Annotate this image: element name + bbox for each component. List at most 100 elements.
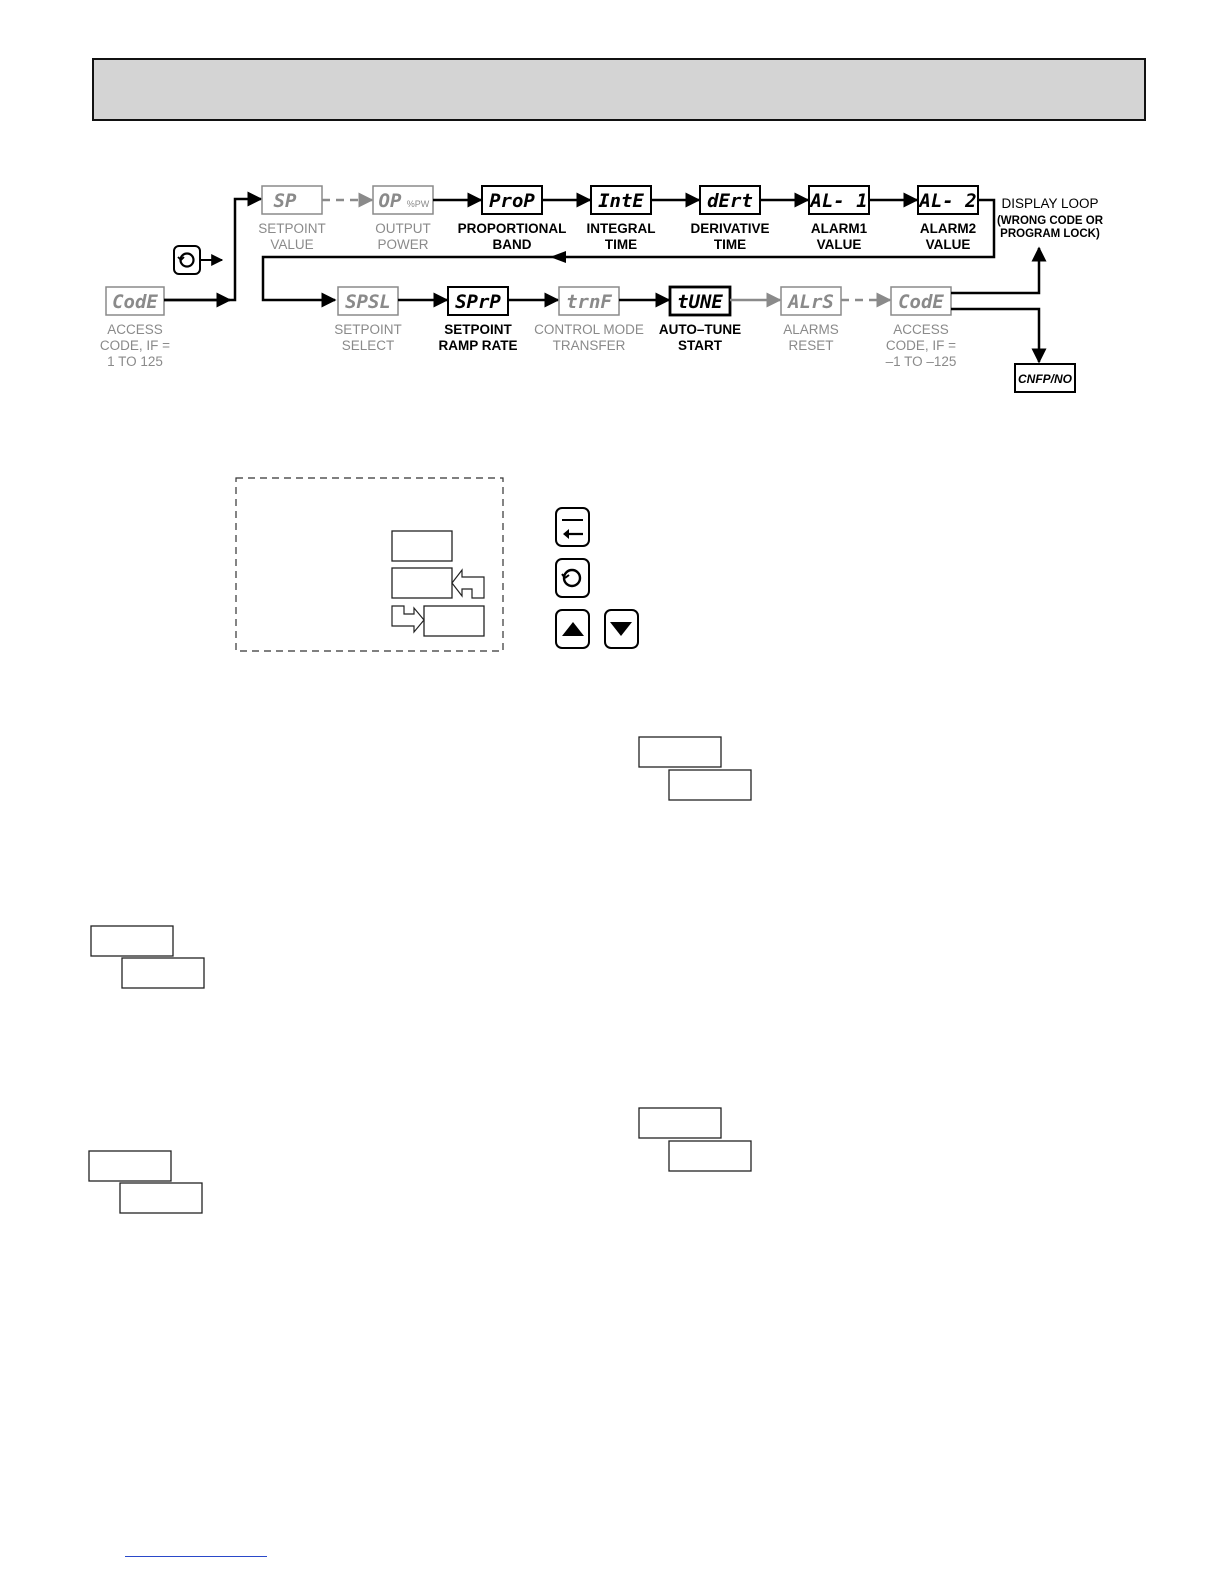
return-arrowhead	[550, 251, 566, 263]
label-op-line: OUTPUT	[375, 221, 431, 236]
legend-dashed-box	[235, 477, 504, 652]
lcd-tune: tUNE	[677, 291, 723, 313]
label-sp: SETPOINT VALUE	[258, 221, 326, 252]
box-al2: AL- 2	[917, 185, 979, 215]
lcd-trnf: trnF	[566, 291, 612, 313]
box-cnfp: CNFP/NO	[1014, 363, 1076, 393]
display-box	[638, 1107, 722, 1139]
label-spsl: SETPOINT SELECT	[334, 322, 402, 353]
box-tune: tUNE	[668, 285, 732, 317]
label-prop: PROPORTIONAL BAND	[458, 221, 567, 252]
label-code2: ACCESS CODE, IF = –1 TO –125	[886, 322, 957, 369]
label-sprp-line: RAMP RATE	[438, 338, 517, 353]
lcd-code2: CodE	[898, 291, 944, 313]
label-code2-line: CODE, IF =	[886, 338, 956, 353]
label-alrs: ALARMS RESET	[783, 322, 839, 353]
label-code2-line: –1 TO –125	[886, 354, 957, 369]
label-al2: ALARM2 VALUE	[920, 221, 976, 252]
legend-box-2	[391, 567, 453, 599]
enter-key-icon	[555, 507, 590, 547]
lcd-al2: AL- 2	[917, 190, 976, 212]
start-label: ACCESS CODE, IF = 1 TO 125	[100, 322, 170, 369]
label-alrs-line: RESET	[788, 338, 833, 353]
label-al1-line: VALUE	[817, 237, 862, 252]
label-al1-line: ALARM1	[811, 221, 868, 236]
label-dert: DERIVATIVE TIME	[690, 221, 769, 252]
lcd-cnfp: CNFP/NO	[1018, 372, 1073, 386]
legend-box-3	[423, 605, 485, 637]
label-code2-line: ACCESS	[893, 322, 949, 337]
display-loop-note: (WRONG CODE OR	[997, 215, 1104, 227]
start-label-line: 1 TO 125	[107, 354, 163, 369]
label-intt-line: TIME	[605, 237, 637, 252]
start-box: CodE	[105, 286, 165, 316]
display-box	[668, 769, 752, 801]
box-intt: IntE	[590, 185, 652, 215]
display-box	[90, 925, 174, 957]
label-alrs-line: ALARMS	[783, 322, 839, 337]
box-trnf: trnF	[558, 286, 620, 316]
code-to-display-loop-arrow	[951, 246, 1047, 295]
legend-back-arrow-icon	[451, 568, 485, 599]
lcd-dert: dErt	[707, 190, 753, 212]
box-prop: ProP	[481, 185, 543, 215]
lcd-al1: AL- 1	[808, 190, 867, 212]
lcd-intt: IntE	[598, 190, 644, 212]
label-sp-line: SETPOINT	[258, 221, 326, 236]
box-dert: dErt	[699, 185, 761, 215]
lcd-op-suffix: %PW	[407, 199, 430, 209]
start-lcd: CodE	[112, 291, 158, 313]
display-loop-note: PROGRAM LOCK)	[1000, 228, 1100, 240]
label-intt-line: INTEGRAL	[587, 221, 656, 236]
lcd-sp: SP	[274, 190, 297, 212]
box-sprp: SPrP	[447, 286, 509, 316]
label-trnf: CONTROL MODE TRANSFER	[534, 322, 644, 353]
lcd-alrs: ALrS	[786, 291, 834, 313]
label-al2-line: ALARM2	[920, 221, 976, 236]
label-dert-line: TIME	[714, 237, 746, 252]
label-dert-line: DERIVATIVE	[690, 221, 769, 236]
code-to-cnfp-arrow	[951, 307, 1047, 364]
display-box	[638, 736, 722, 768]
down-key-icon	[604, 609, 639, 649]
lcd-spsl: SPSL	[345, 291, 391, 313]
box-code2: CodE	[890, 286, 952, 316]
label-sprp-line: SETPOINT	[444, 322, 512, 337]
label-sprp: SETPOINT RAMP RATE	[438, 322, 517, 353]
label-spsl-line: SELECT	[342, 338, 395, 353]
label-tune-line: START	[678, 338, 723, 353]
lcd-prop: ProP	[489, 190, 535, 212]
legend-forward-arrow-icon	[391, 605, 425, 634]
section-header-bar	[92, 58, 1146, 121]
label-op-line: POWER	[377, 237, 428, 252]
up-key-icon	[555, 609, 590, 649]
box-al1: AL- 1	[808, 185, 870, 215]
label-prop-line: BAND	[493, 237, 532, 252]
label-trnf-line: TRANSFER	[553, 338, 626, 353]
label-tune-line: AUTO–TUNE	[659, 322, 741, 337]
footer-link-underline[interactable]	[125, 1556, 267, 1557]
row1-to-row2-return-line	[261, 198, 996, 308]
label-tune: AUTO–TUNE START	[659, 322, 741, 353]
label-spsl-line: SETPOINT	[334, 322, 402, 337]
label-al2-line: VALUE	[926, 237, 971, 252]
display-loop-title: DISPLAY LOOP	[1001, 196, 1098, 211]
label-intt: INTEGRAL TIME	[587, 221, 656, 252]
display-box	[668, 1140, 752, 1172]
legend-box-1	[391, 530, 453, 562]
start-label-line: ACCESS	[107, 322, 163, 337]
box-op: OP %PW	[372, 185, 434, 215]
box-spsl: SPSL	[337, 286, 399, 316]
loop-key-icon	[555, 558, 590, 598]
lcd-sprp: SPrP	[455, 291, 501, 313]
label-al1: ALARM1 VALUE	[811, 221, 868, 252]
label-prop-line: PROPORTIONAL	[458, 221, 567, 236]
display-box	[121, 957, 205, 989]
label-op: OUTPUT POWER	[375, 221, 431, 252]
box-alrs: ALrS	[780, 286, 842, 316]
loop-key-icon	[173, 245, 201, 275]
box-sp: SP	[261, 185, 323, 215]
start-label-line: CODE, IF =	[100, 338, 170, 353]
